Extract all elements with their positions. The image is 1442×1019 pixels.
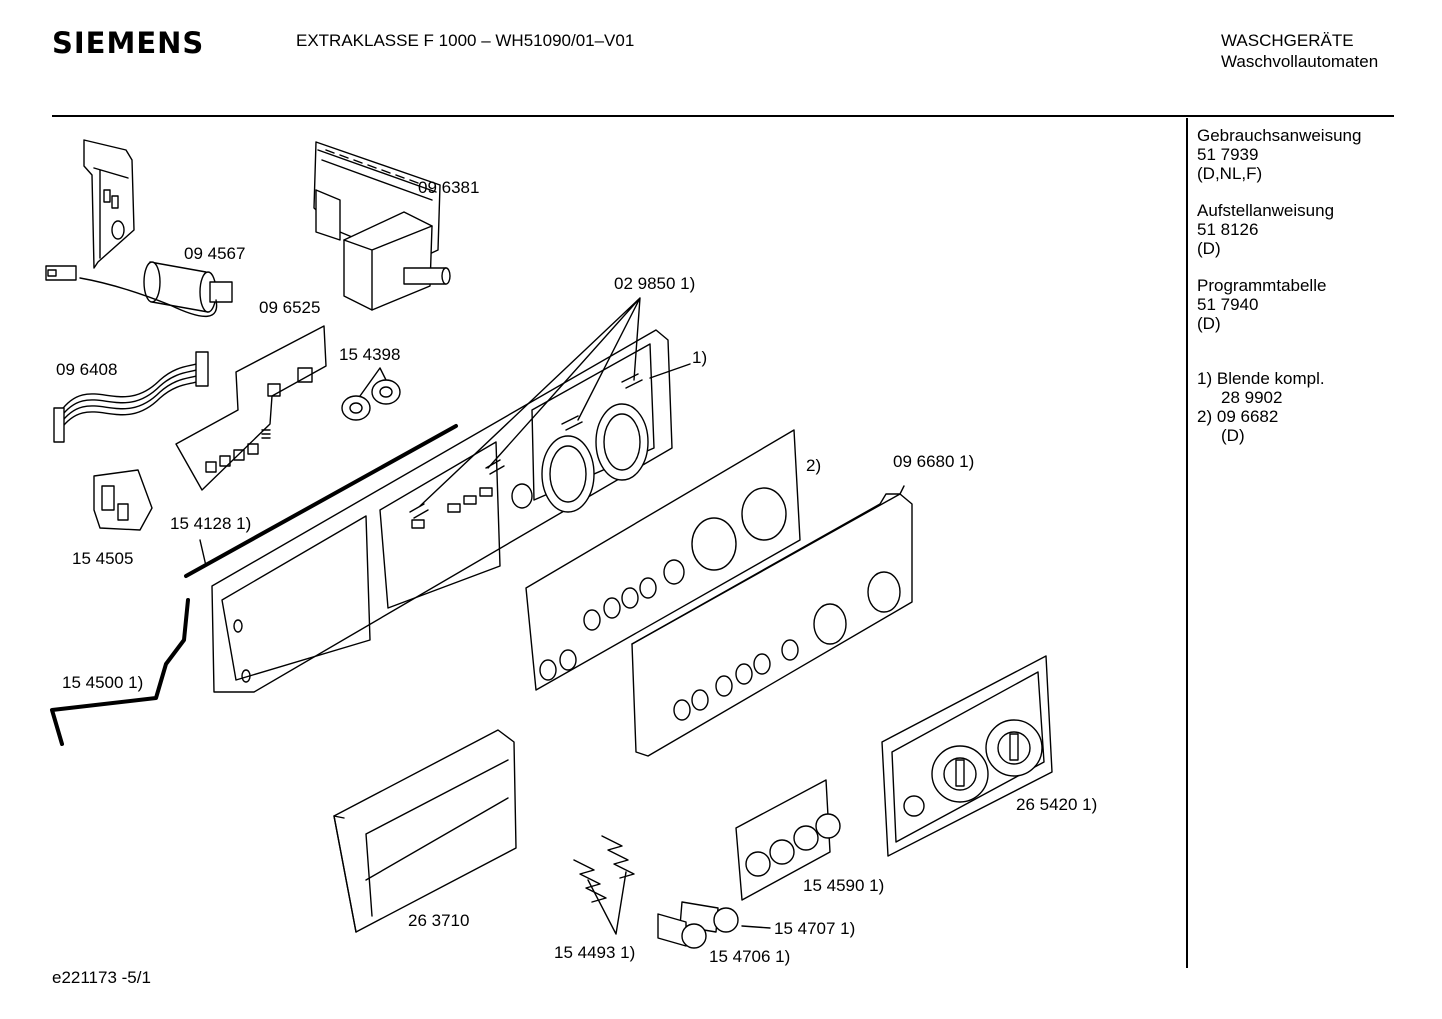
category-label: WASCHGERÄTE (1221, 31, 1354, 50)
subcategory-label: Waschvollautomaten (1221, 52, 1379, 71)
part-label: 1) (692, 348, 708, 367)
doc-entry-installation: Aufstellanweisung 51 8126 (D) (1197, 201, 1417, 258)
doc-entry-manual: Gebrauchsanweisung 51 7939 (D,NL,F) (1197, 126, 1417, 183)
seal-strip-part (184, 424, 458, 578)
sidebar-divider (1186, 118, 1188, 968)
footnote-text: 09 6682 (1216, 407, 1279, 426)
circuit-board-part (175, 325, 327, 491)
footnote-marker: 2) (1197, 407, 1213, 426)
ribbon-cable-part (53, 351, 209, 443)
footnote-marker: 1) (1197, 369, 1213, 388)
part-label: 15 4398 (339, 345, 401, 364)
footnote-number: 28 9902 (1221, 388, 1283, 407)
part-label: 15 4505 (72, 549, 134, 568)
part-label: 15 4128 1) (170, 514, 252, 533)
part-label: 09 6408 (56, 360, 118, 379)
fascia-frame-part (211, 329, 691, 693)
decor-foil-part (525, 429, 801, 691)
part-label: 09 6525 (259, 298, 321, 317)
switch-block-part (93, 469, 153, 531)
footnote-2: 2) 09 6682 (D) (1197, 407, 1417, 445)
document-id: e221173 -5/1 (52, 968, 151, 987)
part-label: 15 4590 1) (803, 876, 885, 895)
leader-line (199, 539, 207, 567)
brand-logo: SIEMENS (52, 26, 205, 60)
springs-part (573, 835, 635, 935)
header-divider (52, 115, 1394, 117)
doc-number: 51 8126 (1197, 220, 1259, 239)
drawer-handle-part (333, 729, 517, 933)
footnote-1: 1) Blende kompl. 28 9902 (1197, 369, 1417, 407)
mounting-bracket-part (83, 139, 135, 269)
front-panel-part (631, 485, 913, 757)
small-knobs-part (341, 367, 401, 421)
lens-parts (657, 901, 771, 949)
doc-languages: (D) (1197, 239, 1221, 258)
part-label: 15 4493 1) (554, 943, 636, 962)
part-label: 09 6680 1) (893, 452, 975, 471)
footnote-text: Blende kompl. (1216, 369, 1325, 388)
doc-number: 51 7940 (1197, 295, 1259, 314)
part-label: 15 4706 1) (709, 947, 791, 966)
part-label: 09 4567 (184, 244, 246, 263)
part-label: 02 9850 1) (614, 274, 696, 293)
control-module-part (313, 141, 451, 311)
model-title: EXTRAKLASSE F 1000 – WH51090/01–V01 (296, 31, 635, 50)
doc-languages: (D) (1197, 314, 1221, 333)
part-label: 15 4500 1) (62, 673, 144, 692)
button-block-part (735, 779, 841, 901)
capacitor-part (45, 261, 233, 318)
exploded-parts-diagram (45, 139, 1053, 949)
leader-lines (419, 297, 641, 507)
part-label: 26 5420 1) (1016, 795, 1098, 814)
connecting-rod-part (50, 598, 190, 746)
doc-languages: (D,NL,F) (1197, 164, 1263, 183)
doc-title: Gebrauchsanweisung (1197, 126, 1362, 145)
part-label: 15 4707 1) (774, 919, 856, 938)
part-label: 2) (806, 456, 822, 475)
doc-title: Programmtabelle (1197, 276, 1327, 295)
footnote-languages: (D) (1221, 426, 1245, 445)
part-label: 09 6381 (418, 178, 480, 197)
doc-entry-program-table: Programmtabelle 51 7940 (D) (1197, 276, 1417, 333)
program-panel-part (881, 655, 1053, 857)
part-label: 26 3710 (408, 911, 470, 930)
doc-title: Aufstellanweisung (1197, 201, 1335, 220)
doc-number: 51 7939 (1197, 145, 1259, 164)
document-sidebar: Gebrauchsanweisung 51 7939 (D,NL,F) Aufs… (1197, 126, 1417, 445)
